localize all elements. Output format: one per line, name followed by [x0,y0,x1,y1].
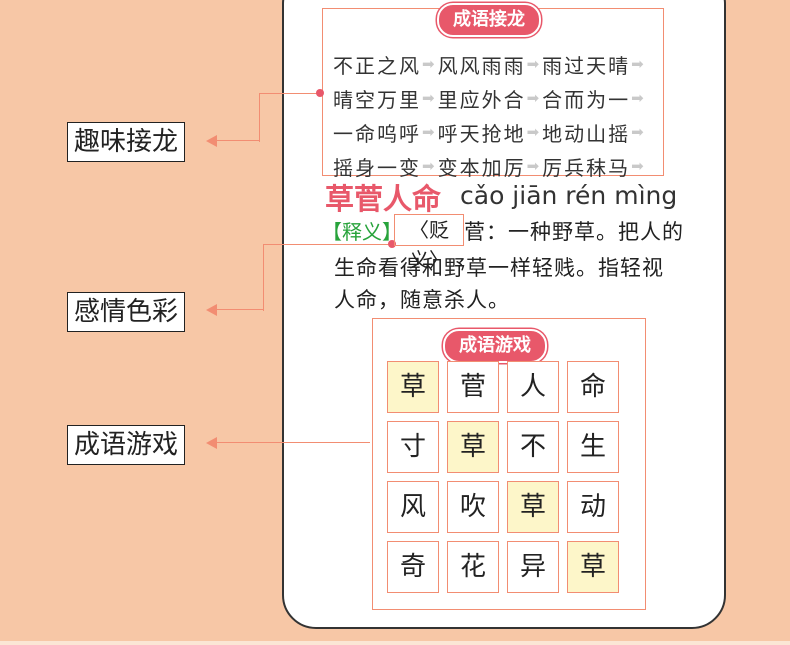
arrow-right-icon: ➡ [631,89,646,107]
chain-word: 摇身一变 [333,155,421,180]
connector-emotion-tail [214,309,263,310]
arrow-left-icon [206,437,217,449]
grid-cell: 命 [567,361,619,413]
chain-row: 不正之风➡风风雨雨➡雨过天晴➡ [333,47,663,81]
arrow-left-icon [206,304,217,316]
arrow-right-icon: ➡ [422,157,437,175]
chain-word: 风风雨雨 [437,53,526,78]
grid-cell: 生 [567,421,619,473]
arrow-right-icon: ➡ [526,89,542,107]
emotion-tone-badge: 〈贬义〉 [394,214,464,272]
grid-cell: 草 [387,361,439,413]
chain-word: 地动山摇 [542,121,631,146]
side-label-game: 成语游戏 [67,425,186,465]
arrow-right-icon: ➡ [631,123,646,141]
grid-cell: 奇 [387,541,439,593]
grid-cell: 寸 [387,421,439,473]
connector-chain-tail [214,140,259,141]
arrow-right-icon: ➡ [526,55,542,73]
grid-cell: 不 [507,421,559,473]
chain-row: 一命呜呼➡呼天抢地➡地动山摇➡ [333,115,663,149]
arrow-right-icon: ➡ [631,55,646,73]
arrow-right-icon: ➡ [526,123,542,141]
idiom-title: 草菅人命 [325,182,442,216]
chain-title-badge: 成语接龙 [437,3,541,37]
grid-cell: 动 [567,481,619,533]
grid-cell: 人 [507,361,559,413]
idiom-pinyin: cǎo jiān rén mìng [460,181,678,210]
definition-line: 人命，随意杀人。 [334,288,510,312]
chain-word: 变本加厉 [437,155,526,180]
arrow-right-icon: ➡ [526,157,542,175]
chain-word: 晴空万里 [333,87,421,112]
grid-cell: 异 [507,541,559,593]
definition-line: 菅：一种野草。把人的 [464,220,684,244]
grid-cell: 菅 [447,361,499,413]
connector-emotion [263,244,392,311]
chain-word: 不正之风 [333,53,421,78]
connector-game [214,442,370,443]
arrow-right-icon: ➡ [422,123,437,141]
connector-dot [316,89,324,97]
arrow-left-icon [206,135,217,147]
idiom-game-box: 成语游戏 草菅人命寸草不生风吹草动奇花异草 [372,318,646,610]
chain-word: 合而为一 [542,87,631,112]
arrow-right-icon: ➡ [631,157,646,175]
arrow-right-icon: ➡ [422,55,437,73]
chain-row: 晴空万里➡里应外合➡合而为一➡ [333,81,663,115]
grid-cell: 吹 [447,481,499,533]
arrow-right-icon: ➡ [422,89,437,107]
grid-cell: 花 [447,541,499,593]
definition-line: 生命看得和野草一样轻贱。指轻视 [334,256,664,280]
connector-dot [388,240,396,248]
chain-row: 摇身一变➡变本加厉➡厉兵秣马➡ [333,149,663,183]
game-title-badge: 成语游戏 [443,329,547,363]
bottom-band [0,641,790,645]
chain-word: 雨过天晴 [542,53,631,78]
side-label-emotion: 感情色彩 [67,292,186,332]
grid-cell: 草 [507,481,559,533]
grid-cell: 草 [567,541,619,593]
connector-chain [259,93,320,142]
grid-cell: 草 [447,421,499,473]
meaning-tag: 【释义】 [322,220,402,244]
chain-word: 里应外合 [437,87,526,112]
grid-cell: 风 [387,481,439,533]
chain-word: 厉兵秣马 [542,155,631,180]
chain-word: 呼天抢地 [437,121,526,146]
chain-word: 一命呜呼 [333,121,421,146]
idiom-chain-box: 成语接龙 不正之风➡风风雨雨➡雨过天晴➡晴空万里➡里应外合➡合而为一➡一命呜呼➡… [322,3,664,180]
side-label-chain: 趣味接龙 [67,122,186,162]
